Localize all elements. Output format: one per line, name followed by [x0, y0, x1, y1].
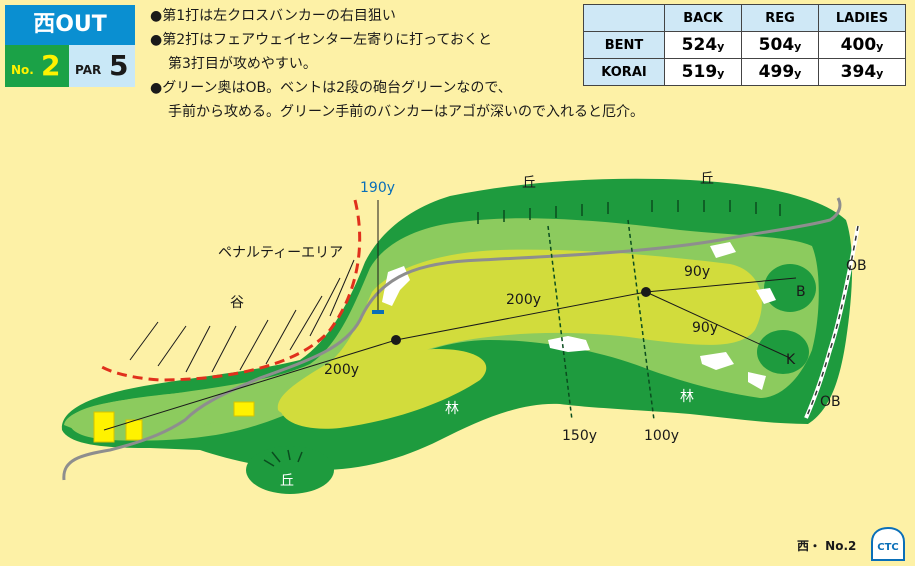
yardage-cell: 400y [818, 31, 906, 59]
course-title: 西OUT [5, 5, 135, 45]
label-forest-right: 林 [680, 389, 694, 405]
label-mid-dist: 200y [506, 292, 542, 308]
row-label: BENT [583, 31, 665, 59]
label-hill-bottom: 丘 [280, 473, 294, 489]
ob-line-dash [805, 225, 859, 419]
logo-text: CTC [877, 542, 899, 553]
yardage-header-row: BACK REG LADIES [583, 4, 906, 32]
marker-150-line [547, 225, 573, 421]
club-logo: CTC [871, 526, 905, 561]
hole-number: 2 [41, 49, 61, 82]
par-box: PAR 5 [69, 45, 135, 87]
row-label: KORAI [583, 58, 665, 86]
label-hill-top-right: 丘 [700, 171, 714, 187]
hill-ticks [263, 200, 781, 467]
par-value: 5 [109, 49, 129, 82]
tee-boxes [93, 401, 255, 443]
label-190y: 190y [360, 180, 396, 196]
strategy-lines [103, 277, 797, 431]
note-line: 第3打目が攻めやすい。 [168, 56, 317, 72]
label-valley: 谷 [230, 295, 244, 311]
marker-190-post [372, 310, 384, 314]
note-line: ●グリーン奥はOB。ベントは2段の砲台グリーンなので、 [150, 80, 512, 96]
label-hill-top-left: 丘 [522, 175, 536, 191]
footer-hole-label: 西・ No.2 [797, 539, 857, 553]
label-ob-top: OB [846, 258, 867, 274]
yardage-cell: 504y [741, 31, 819, 59]
note-line: 手前から攻める。グリーン手前のバンカーはアゴが深いので入れると厄介。 [168, 104, 644, 120]
note-line: ●第1打は左クロスバンカーの右目狙い [150, 8, 396, 24]
hole-number-box: No. 2 [5, 45, 69, 87]
label-forest-left: 林 [445, 401, 459, 417]
hole-badge: 西OUT No. 2 PAR 5 [5, 5, 135, 87]
label-ob-bottom: OB [820, 394, 841, 410]
label-green-b: B [796, 284, 806, 300]
valley-hatch [129, 259, 355, 373]
corner-cell [583, 4, 665, 32]
landing-point-2 [641, 287, 651, 297]
par-label: PAR [75, 63, 102, 77]
label-tee-dist: 200y [324, 362, 360, 378]
label-green-k: K [786, 352, 796, 368]
label-100y: 100y [644, 428, 680, 444]
col-header: REG [741, 4, 819, 32]
label-b-dist: 90y [684, 264, 711, 280]
cart-path [62, 197, 842, 481]
yardage-cell: 499y [741, 58, 819, 86]
label-k-dist: 90y [692, 320, 719, 336]
yardage-cell: 394y [818, 58, 906, 86]
yardage-row-bent: BENT 524y 504y 400y [583, 31, 906, 59]
strategy-notes: ●第1打は左クロスバンカーの右目狙い ●第2打はフェアウェイセンター左寄りに打っ… [150, 4, 644, 124]
col-header: LADIES [818, 4, 906, 32]
yardage-cell: 524y [664, 31, 742, 59]
note-line: ●第2打はフェアウェイセンター左寄りに打っておくと [150, 32, 493, 48]
yardage-row-korai: KORAI 519y 499y 394y [583, 58, 906, 86]
fairway-lower [279, 349, 487, 429]
yardage-cell: 519y [664, 58, 742, 86]
penalty-area-line [99, 199, 362, 382]
green-k [757, 330, 809, 374]
col-header: BACK [664, 4, 742, 32]
hole-prefix: No. [11, 63, 34, 77]
green-b [764, 264, 816, 312]
hill-bottom [246, 446, 334, 494]
bunkers [382, 242, 776, 390]
landing-point-1 [391, 335, 401, 345]
label-150y: 150y [562, 428, 598, 444]
label-penalty-area: ペナルティーエリア [218, 245, 344, 261]
marker-100-line [627, 219, 655, 421]
yardage-table: BACK REG LADIES BENT 524y 504y 400y KORA… [583, 4, 906, 86]
